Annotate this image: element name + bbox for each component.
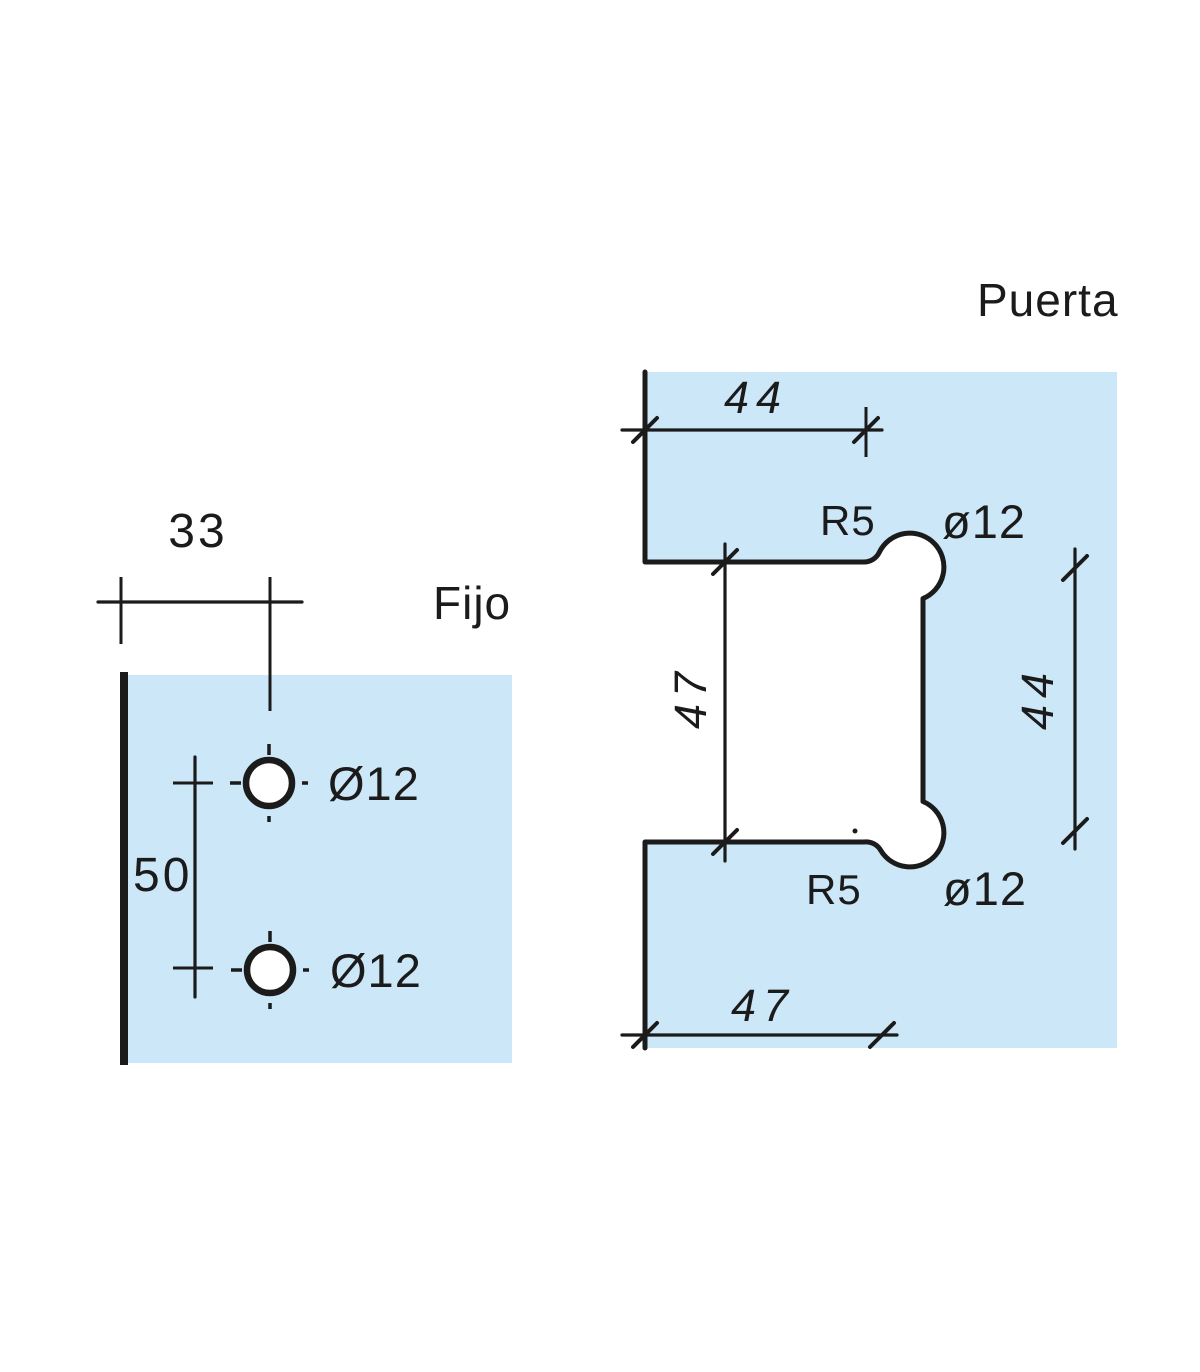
dim-value: 44 [1012, 666, 1063, 730]
drill-hole [242, 756, 296, 810]
puerta-label: Puerta [977, 274, 1119, 326]
hole-diameter-label: ø12 [942, 495, 1026, 548]
dim-value: 50 [133, 849, 192, 902]
fijo-dim-50: 50 [133, 755, 213, 999]
fijo-dim-33: 33 [96, 505, 304, 711]
dim-tick-slash [711, 548, 739, 576]
dim-value: 47 [731, 980, 795, 1031]
dim-tick-slash [711, 828, 739, 856]
dim-value: 33 [168, 505, 227, 558]
hole-diameter-label: Ø12 [328, 757, 420, 810]
fillet-radius-label: R5 [820, 497, 876, 544]
puerta-dim-47-left: 47 [665, 542, 739, 863]
hole-diameter-label: ø12 [943, 862, 1027, 915]
dim-tick-slash [868, 1021, 896, 1049]
puerta-dim-44-top: 44 [620, 372, 884, 457]
drill-hole [243, 943, 297, 997]
dim-tick-slash [852, 416, 880, 444]
puerta-callouts-top: R5 ø12 [820, 495, 1026, 548]
hole-diameter-label: Ø12 [330, 944, 422, 997]
dim-tick-slash [1061, 817, 1089, 845]
dim-value: 44 [724, 372, 788, 423]
fijo-figure: 33 Fijo 50 Ø12 [96, 505, 512, 1065]
dim-tick-slash [631, 1021, 659, 1049]
puerta-glass-panel [645, 372, 1117, 1048]
fijo-hole-top: Ø12 [230, 744, 420, 822]
dim-tick-slash [631, 416, 659, 444]
dim-tick-slash [1061, 554, 1089, 582]
fillet-radius-label: R5 [806, 866, 862, 913]
fijo-label: Fijo [433, 577, 511, 629]
puerta-dim-47-bottom: 47 [620, 980, 899, 1049]
stray-dot [852, 828, 858, 834]
puerta-notch-outline [642, 369, 947, 1051]
puerta-callouts-bottom: R5 ø12 [806, 862, 1027, 915]
fijo-hole-bottom: Ø12 [231, 931, 422, 1009]
puerta-dim-44-right: 44 [1012, 547, 1089, 851]
puerta-figure: Puerta 44 47 44 [620, 274, 1119, 1051]
fijo-glass-panel [128, 675, 512, 1063]
fijo-glass-edge-line [120, 672, 128, 1065]
dim-value: 47 [665, 665, 716, 729]
